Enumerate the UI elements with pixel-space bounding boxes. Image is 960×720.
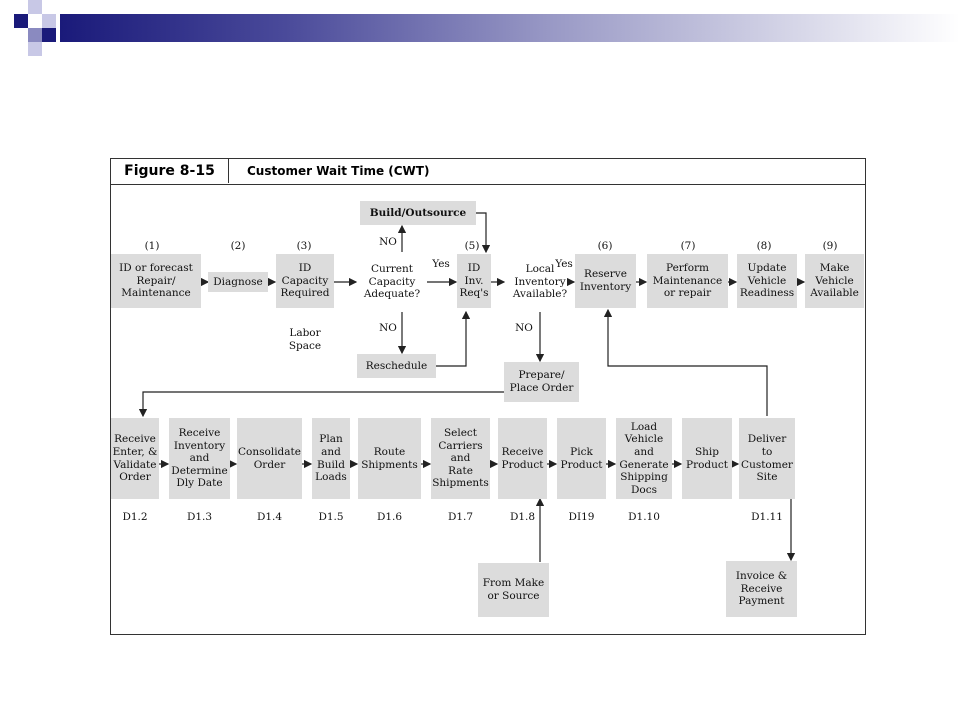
step-load-vehicle: Load Vehicle and Generate Shipping Docs bbox=[616, 418, 672, 499]
step-route-shipments: Route Shipments bbox=[358, 418, 421, 499]
step-receive-inventory-determine: Receive Inventory and Determine Dly Date bbox=[169, 418, 230, 499]
step-receive-enter-validate: Receive Enter, & Validate Order bbox=[111, 418, 159, 499]
arrow-deliver-reserve bbox=[603, 308, 768, 416]
process-code: DI19 bbox=[568, 511, 595, 523]
arrow-reschedule-s5 bbox=[436, 310, 471, 367]
step-diagnose: Diagnose bbox=[208, 272, 268, 292]
step-deliver-customer-site: Deliver to Customer Site bbox=[739, 418, 795, 499]
decision-local-inventory-available: Local Inventory Available? bbox=[505, 252, 575, 312]
figure-title: Customer Wait Time (CWT) bbox=[247, 164, 430, 178]
step-plan-build-loads: Plan and Build Loads bbox=[312, 418, 350, 499]
arrow-prepare-receive bbox=[138, 391, 504, 418]
decision-label-no: NO bbox=[379, 322, 397, 334]
decision-label-yes: Yes bbox=[555, 258, 573, 270]
decoration-square bbox=[42, 28, 56, 42]
step-receive-product: Receive Product bbox=[498, 418, 547, 499]
step-number: (8) bbox=[756, 240, 772, 252]
step-number: (2) bbox=[230, 240, 246, 252]
step-perform-maintenance: Perform Maintenance or repair bbox=[647, 254, 728, 308]
decision-label-yes: Yes bbox=[432, 258, 450, 270]
step-invoice-receive-payment: Invoice & Receive Payment bbox=[726, 561, 797, 617]
step-number: (5) bbox=[464, 240, 480, 252]
process-code: D1.8 bbox=[509, 511, 536, 523]
figure-header: Figure 8-15 Customer Wait Time (CWT) bbox=[111, 159, 865, 185]
figure-number: Figure 8-15 bbox=[111, 159, 229, 183]
process-code: D1.3 bbox=[186, 511, 213, 523]
step-id-capacity-required: ID Capacity Required bbox=[276, 254, 334, 308]
decoration-square bbox=[14, 14, 28, 28]
process-code: D1.5 bbox=[318, 511, 344, 523]
process-code: D1.10 bbox=[628, 511, 660, 523]
step-number: (9) bbox=[822, 240, 838, 252]
step-reschedule: Reschedule bbox=[357, 354, 436, 378]
step-ship-product: Ship Product bbox=[682, 418, 732, 499]
process-code: D1.6 bbox=[376, 511, 403, 523]
decision-label-no: NO bbox=[379, 236, 397, 248]
step-pick-product: Pick Product bbox=[557, 418, 606, 499]
step-reserve-inventory: Reserve Inventory bbox=[575, 254, 636, 308]
title-bar-decoration bbox=[60, 14, 960, 42]
decoration-square bbox=[28, 42, 42, 56]
process-code: D1.11 bbox=[751, 511, 783, 523]
step-id-forecast-repair: ID or forecast Repair/ Maintenance bbox=[111, 254, 201, 308]
step-consolidate-order: Consolidate Order bbox=[237, 418, 302, 499]
step-select-carriers: Select Carriers and Rate Shipments bbox=[431, 418, 490, 499]
decoration-square bbox=[28, 0, 42, 14]
decoration-square bbox=[42, 14, 56, 28]
step-prepare-place-order: Prepare/ Place Order bbox=[504, 362, 579, 402]
step-number: (6) bbox=[597, 240, 613, 252]
process-code: D1.4 bbox=[256, 511, 283, 523]
step-number: (3) bbox=[296, 240, 312, 252]
process-code: D1.7 bbox=[447, 511, 474, 523]
arrow-build-s5 bbox=[476, 212, 491, 254]
label-labor-space: Labor Space bbox=[288, 327, 322, 352]
step-build-outsource: Build/Outsource bbox=[360, 201, 476, 225]
step-number: (7) bbox=[680, 240, 696, 252]
source-from-make: From Make or Source bbox=[478, 563, 549, 617]
step-update-vehicle-readiness: Update Vehicle Readiness bbox=[737, 254, 797, 308]
process-code: D1.2 bbox=[122, 511, 148, 523]
decision-capacity-adequate: Current Capacity Adequate? bbox=[357, 252, 427, 312]
step-make-vehicle-available: Make Vehicle Available bbox=[805, 254, 864, 308]
step-id-inv-reqs: ID Inv. Req's bbox=[457, 254, 491, 308]
figure-frame: Figure 8-15 Customer Wait Time (CWT) bbox=[110, 158, 866, 635]
decoration-square bbox=[28, 28, 42, 42]
step-number: (1) bbox=[144, 240, 160, 252]
decision-label-no: NO bbox=[515, 322, 533, 334]
